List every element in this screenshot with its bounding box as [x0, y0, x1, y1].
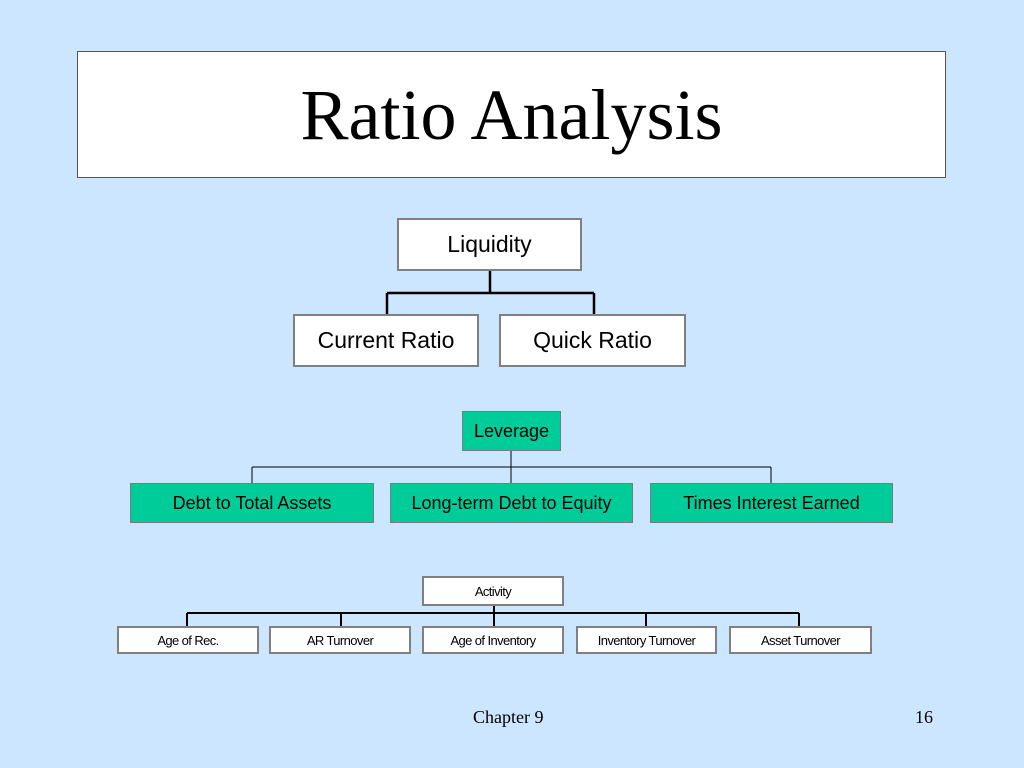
leverage-connectors — [251, 451, 772, 483]
liquidity-connectors — [385, 270, 596, 315]
times-interest-earned-node: Times Interest Earned — [650, 483, 893, 523]
quick-ratio-node: Quick Ratio — [499, 314, 686, 367]
footer-page-number: 16 — [915, 707, 933, 727]
activity-connectors — [186, 605, 800, 626]
long-term-debt-to-equity-node: Long-term Debt to Equity — [390, 483, 633, 523]
ar-turnover-node: AR Turnover — [269, 626, 411, 654]
leverage-node: Leverage — [462, 411, 561, 451]
age-of-inventory-node: Age of Inventory — [422, 626, 564, 654]
slide-title: Ratio Analysis — [300, 74, 723, 155]
age-of-rec-node: Age of Rec. — [117, 626, 259, 654]
current-ratio-node: Current Ratio — [293, 314, 479, 367]
footer-chapter: Chapter 9 — [473, 707, 544, 727]
debt-to-total-assets-node: Debt to Total Assets — [130, 483, 374, 523]
activity-node: Activity — [422, 576, 564, 606]
title-box: Ratio Analysis — [77, 51, 946, 178]
inventory-turnover-node: Inventory Turnover — [576, 626, 717, 654]
liquidity-node: Liquidity — [397, 218, 582, 271]
asset-turnover-node: Asset Turnover — [729, 626, 872, 654]
